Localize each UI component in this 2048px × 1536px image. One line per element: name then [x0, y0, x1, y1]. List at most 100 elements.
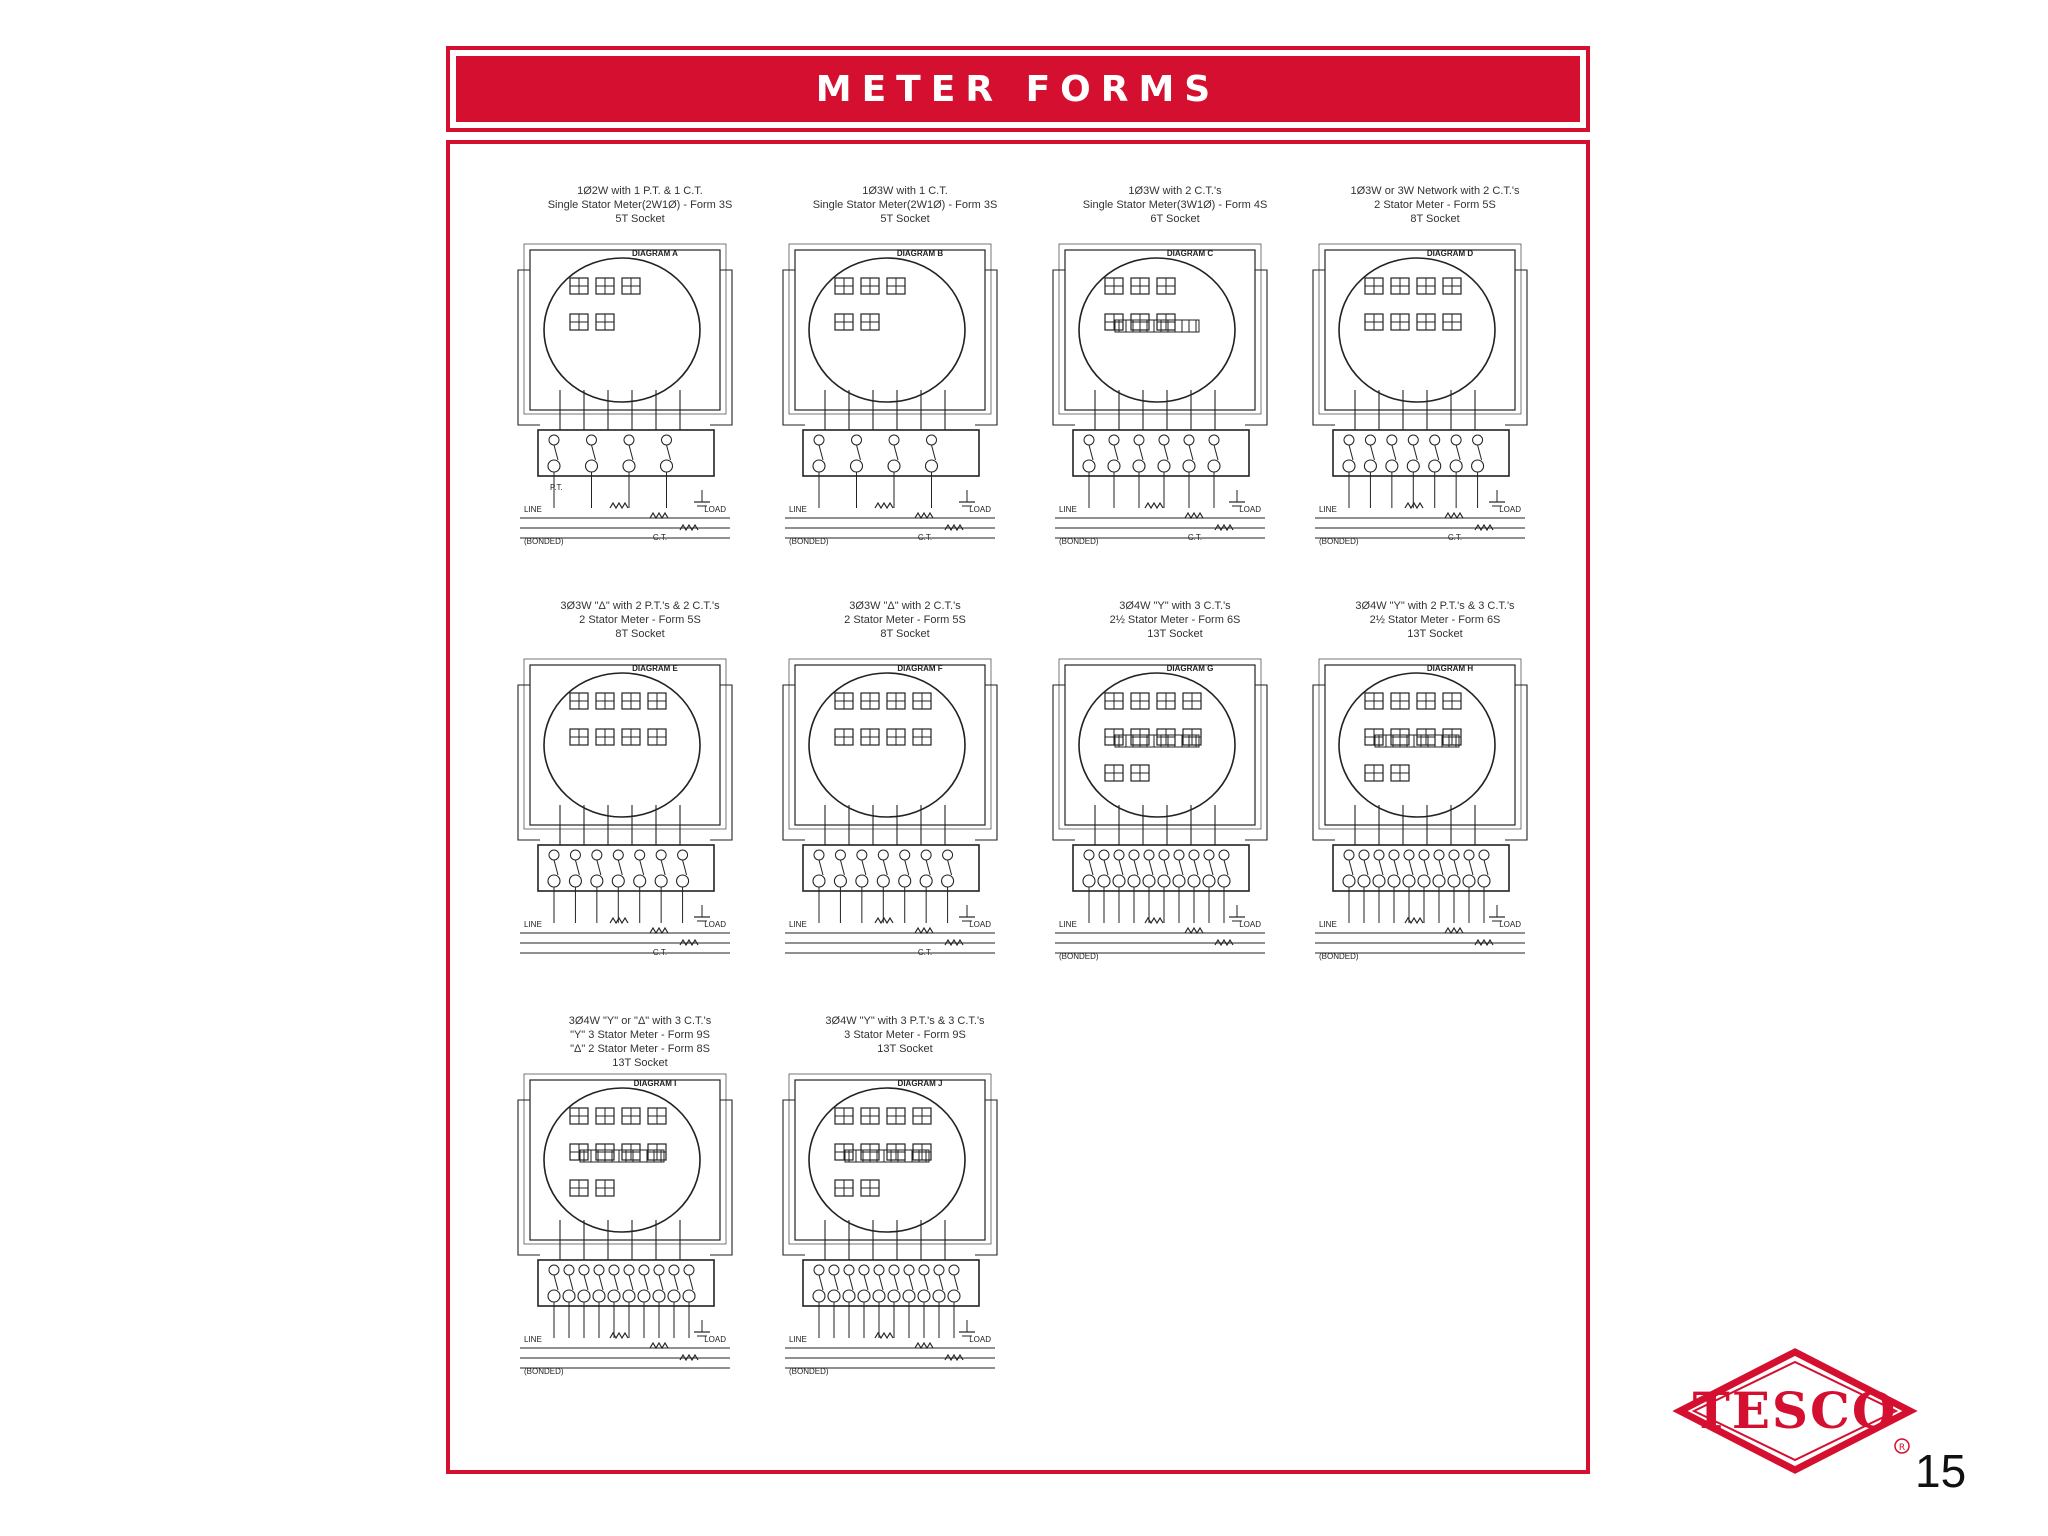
- meter-diagram: 1Ø2W with 1 P.T. & 1 C.T. Single Stator M…: [510, 184, 770, 560]
- caption-line: 13T Socket: [1147, 628, 1203, 640]
- meter-diagram: 3Ø3W "Δ" with 2 C.T.'s 2 Stator Meter - F…: [775, 599, 1035, 975]
- svg-text:(BONDED): (BONDED): [524, 537, 564, 546]
- svg-text:C.T.: C.T.: [653, 948, 667, 957]
- diagram-caption: 1Ø3W or 3W Network with 2 C.T.'s 2 Stator…: [1305, 184, 1565, 240]
- svg-text:(BONDED): (BONDED): [789, 1367, 829, 1376]
- svg-text:LINE: LINE: [1319, 920, 1337, 929]
- title-banner: METER FORMS: [446, 46, 1590, 132]
- page-number: 15: [1915, 1445, 1967, 1497]
- svg-text:DIAGRAM E: DIAGRAM E: [632, 664, 678, 673]
- diagram-caption: 3Ø3W "Δ" with 2 P.T.'s & 2 C.T.'s 2 Stato…: [510, 599, 770, 655]
- caption-line: 3Ø4W "Y" with 2 P.T.'s & 3 C.T.'s: [1355, 600, 1515, 612]
- caption-line: 5T Socket: [615, 213, 665, 225]
- svg-text:LINE: LINE: [789, 1335, 807, 1344]
- diagram-caption: 1Ø2W with 1 P.T. & 1 C.T. Single Stator M…: [510, 184, 770, 240]
- svg-text:R: R: [1899, 1443, 1905, 1453]
- caption-line: 3Ø4W "Y" with 3 P.T.'s & 3 C.T.'s: [825, 1015, 985, 1027]
- svg-text:DIAGRAM D: DIAGRAM D: [1427, 249, 1473, 258]
- svg-text:LOAD: LOAD: [1239, 920, 1261, 929]
- caption-line: 3Ø3W "Δ" with 2 C.T.'s: [849, 600, 961, 612]
- wiring-diagram: DIAGRAM E LINE LOAD C.T.: [517, 658, 733, 957]
- svg-text:LINE: LINE: [524, 505, 542, 514]
- caption-line: 13T Socket: [1407, 628, 1463, 640]
- svg-text:LINE: LINE: [789, 920, 807, 929]
- svg-text:DIAGRAM I: DIAGRAM I: [634, 1079, 677, 1088]
- caption-line: 13T Socket: [877, 1043, 933, 1055]
- caption-line: 2½ Stator Meter - Form 6S: [1109, 614, 1241, 626]
- caption-line: 3Ø3W "Δ" with 2 P.T.'s & 2 C.T.'s: [560, 600, 720, 612]
- caption-line: 2 Stator Meter - Form 5S: [844, 614, 966, 626]
- svg-text:DIAGRAM G: DIAGRAM G: [1167, 664, 1214, 673]
- svg-text:DIAGRAM H: DIAGRAM H: [1427, 664, 1473, 673]
- svg-text:(BONDED): (BONDED): [1059, 952, 1099, 961]
- caption-line: 1Ø2W with 1 P.T. & 1 C.T.: [577, 185, 703, 197]
- meter-diagram: 1Ø3W or 3W Network with 2 C.T.'s 2 Stator…: [1305, 184, 1565, 560]
- svg-text:LOAD: LOAD: [704, 920, 726, 929]
- meter-diagram: 1Ø3W with 1 C.T. Single Stator Meter(2W1Ø…: [775, 184, 1035, 560]
- caption-line: 3Ø4W "Y" or "Δ" with 3 C.T.'s: [568, 1015, 712, 1027]
- svg-text:LINE: LINE: [789, 505, 807, 514]
- svg-text:LINE: LINE: [1059, 505, 1077, 514]
- svg-text:C.T.: C.T.: [1448, 533, 1462, 542]
- svg-text:TESCO: TESCO: [1693, 1381, 1898, 1440]
- svg-text:LINE: LINE: [1319, 505, 1337, 514]
- svg-text:C.T.: C.T.: [1188, 533, 1202, 542]
- svg-text:LOAD: LOAD: [1239, 505, 1261, 514]
- caption-line: 1Ø3W with 1 C.T.: [862, 185, 948, 197]
- diagram-caption: 3Ø4W "Y" or "Δ" with 3 C.T.'s "Y" 3 Stato…: [510, 1014, 770, 1070]
- svg-text:DIAGRAM C: DIAGRAM C: [1167, 249, 1213, 258]
- svg-text:LOAD: LOAD: [969, 505, 991, 514]
- wiring-diagram: DIAGRAM H LINE LOAD (BONDED): [1312, 658, 1528, 961]
- svg-text:(BONDED): (BONDED): [1319, 952, 1359, 961]
- caption-line: "Y" 3 Stator Meter - Form 9S: [570, 1029, 710, 1041]
- wiring-diagram: DIAGRAM F LINE LOAD C.T.: [782, 658, 998, 957]
- caption-line: Single Stator Meter(2W1Ø) - Form 3S: [812, 199, 998, 211]
- svg-text:DIAGRAM F: DIAGRAM F: [897, 664, 942, 673]
- caption-line: 2 Stator Meter - Form 5S: [579, 614, 701, 626]
- caption-line: 8T Socket: [1410, 213, 1460, 225]
- svg-text:C.T.: C.T.: [918, 948, 932, 957]
- slide-title: METER FORMS: [815, 68, 1221, 110]
- svg-text:LOAD: LOAD: [969, 920, 991, 929]
- svg-text:DIAGRAM A: DIAGRAM A: [632, 249, 678, 258]
- caption-line: 13T Socket: [612, 1057, 668, 1069]
- caption-line: "Δ" 2 Stator Meter - Form 8S: [570, 1043, 710, 1055]
- caption-line: 2 Stator Meter - Form 5S: [1374, 199, 1496, 211]
- wiring-diagram: DIAGRAM C LINE LOAD (BONDED) C.T.: [1052, 243, 1268, 546]
- svg-text:LOAD: LOAD: [1499, 920, 1521, 929]
- caption-line: Single Stator Meter(3W1Ø) - Form 4S: [1082, 199, 1268, 211]
- svg-text:(BONDED): (BONDED): [789, 537, 829, 546]
- meter-diagram: 3Ø4W "Y" with 3 C.T.'s 2½ Stator Meter - …: [1045, 599, 1305, 975]
- svg-text:LINE: LINE: [524, 920, 542, 929]
- diagram-caption: 3Ø4W "Y" with 3 C.T.'s 2½ Stator Meter - …: [1045, 599, 1305, 655]
- caption-line: Single Stator Meter(2W1Ø) - Form 3S: [547, 199, 733, 211]
- svg-text:P.T.: P.T.: [550, 483, 563, 492]
- svg-text:LOAD: LOAD: [704, 505, 726, 514]
- diagram-caption: 1Ø3W with 1 C.T. Single Stator Meter(2W1Ø…: [775, 184, 1035, 240]
- svg-text:(BONDED): (BONDED): [1059, 537, 1099, 546]
- caption-line: 6T Socket: [1150, 213, 1200, 225]
- svg-text:DIAGRAM B: DIAGRAM B: [897, 249, 943, 258]
- svg-text:(BONDED): (BONDED): [1319, 537, 1359, 546]
- tesco-logo: TESCO R: [1672, 1348, 1918, 1474]
- caption-line: 3Ø4W "Y" with 3 C.T.'s: [1119, 600, 1231, 612]
- svg-text:LINE: LINE: [524, 1335, 542, 1344]
- diagram-panel: 1Ø2W with 1 P.T. & 1 C.T. Single Stator M…: [446, 140, 1590, 1474]
- caption-line: 1Ø3W with 2 C.T.'s: [1128, 185, 1222, 197]
- meter-diagram: 3Ø3W "Δ" with 2 P.T.'s & 2 C.T.'s 2 Stato…: [510, 599, 770, 975]
- caption-line: 1Ø3W or 3W Network with 2 C.T.'s: [1350, 185, 1520, 197]
- caption-line: 8T Socket: [880, 628, 930, 640]
- diagram-caption: 3Ø3W "Δ" with 2 C.T.'s 2 Stator Meter - F…: [775, 599, 1035, 655]
- svg-text:(BONDED): (BONDED): [524, 1367, 564, 1376]
